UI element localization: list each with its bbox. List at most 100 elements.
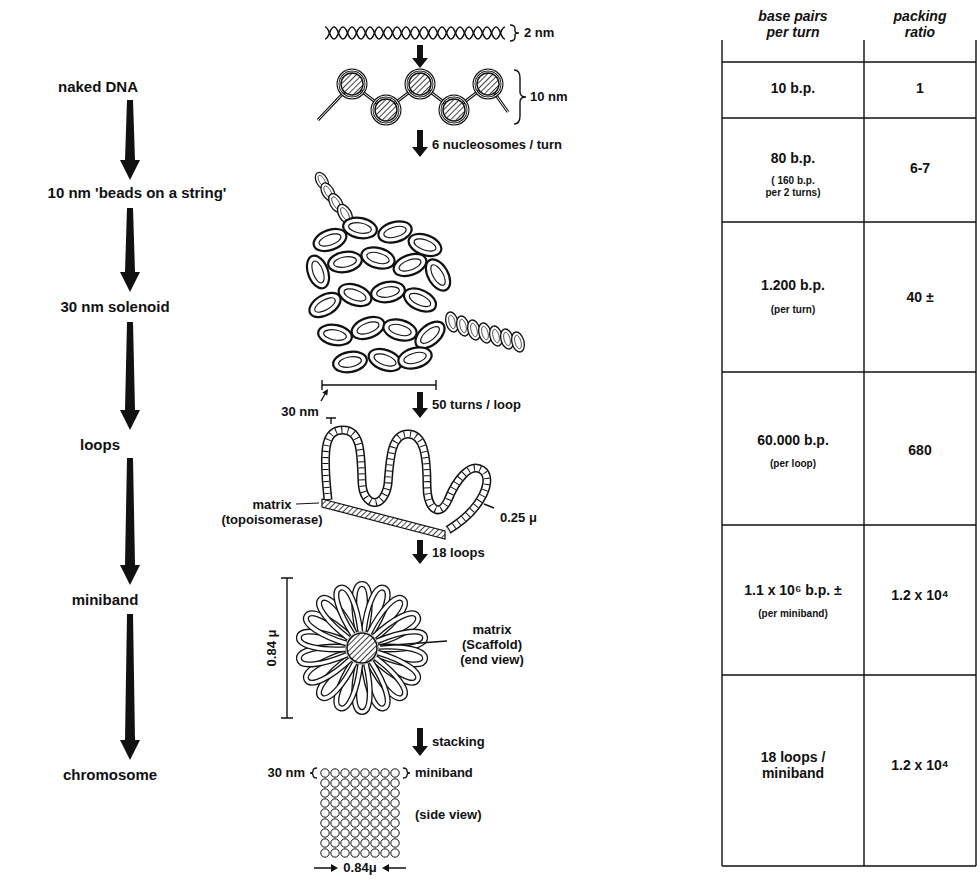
step-arrow [412, 392, 428, 418]
solenoid-fiber [381, 316, 419, 344]
dimension-label: 0.25 μ [500, 511, 537, 526]
table-cell: 80 b.p. [771, 150, 815, 166]
chromatin-loops [325, 430, 486, 530]
stage-arrow [120, 614, 140, 760]
table-cell: 40 ± [906, 289, 933, 305]
dimension-label: 30 nm [281, 405, 319, 420]
solenoid-fiber [327, 249, 364, 275]
solenoid-fiber [370, 279, 407, 305]
chromatin-loops [325, 430, 486, 530]
step-label: 50 turns / loop [432, 398, 521, 413]
dimension-label: 2 nm [524, 26, 554, 41]
nucleosome-string [318, 70, 526, 124]
chromosome-stack [310, 768, 410, 872]
stage-label: 30 nm solenoid [60, 298, 169, 315]
table-cell: 60.000 b.p. [757, 432, 829, 448]
stage-arrow [120, 100, 140, 180]
solenoid-fiber [349, 313, 388, 343]
table-cell: 18 loops / miniband [743, 749, 843, 781]
step-label: 6 nucleosomes / turn [432, 138, 562, 153]
step-arrow [412, 540, 428, 564]
dimension-label: 0.84μ [343, 861, 376, 876]
table-cell: 10 b.p. [771, 80, 815, 96]
solenoid-fiber [400, 284, 439, 316]
dimension-mark [281, 578, 293, 718]
chromosome-stack [403, 768, 410, 778]
chromosome-stack [320, 768, 400, 858]
stage-label: chromosome [63, 766, 157, 783]
dna-helix [325, 25, 519, 41]
dimension-label: 0.84 μ [265, 630, 280, 667]
solenoid-fiber [336, 280, 375, 310]
step-label: stacking [432, 735, 485, 750]
stage-label: naked DNA [58, 78, 138, 95]
nucleosome-string [514, 70, 526, 124]
table-cell: 6-7 [910, 160, 930, 176]
stage-arrow [120, 208, 140, 292]
dimension-mark [322, 389, 328, 396]
table-cell: 1.200 b.p. [761, 277, 825, 293]
table-cell: 1 [916, 80, 924, 96]
table-note: (per loop) [770, 458, 816, 470]
nucleosome-string [372, 96, 400, 124]
solenoid-fiber [303, 253, 333, 292]
solenoid-fiber [317, 322, 354, 348]
dna-helix [325, 25, 505, 41]
table-rule [722, 40, 976, 866]
solenoid-fiber [359, 244, 397, 272]
stage-label: miniband [72, 591, 139, 608]
stage-label: loops [80, 436, 120, 453]
miniband-rosette [333, 585, 364, 635]
chromatin-loops [296, 430, 487, 539]
stage-arrow [120, 322, 140, 430]
step-label: 18 loops [432, 546, 485, 561]
solenoid-fiber [421, 255, 455, 294]
dimension-mark [322, 380, 436, 390]
solenoid-fiber [391, 250, 430, 280]
dimension-mark [484, 504, 494, 508]
dimension-mark [281, 578, 447, 718]
dimension-label: 10 nm [530, 90, 568, 105]
part-label: matrix (Scaffold) (end view) [450, 623, 534, 668]
table-note: (per turn) [771, 304, 815, 316]
nucleosome-string [338, 70, 366, 98]
chromatin-loops [325, 430, 486, 530]
chromosome-stack [331, 864, 338, 872]
table-cell: 1.2 x 10⁴ [891, 757, 949, 773]
table-rule [722, 40, 976, 866]
table-cell: 1.1 x 10⁶ b.p. ± [744, 582, 841, 598]
table-cell: 680 [908, 442, 931, 458]
dimension-mark [326, 418, 336, 424]
stage-label: 10 nm 'beads on a string' [48, 184, 227, 201]
solenoid-fiber [332, 349, 369, 375]
column-header: packing ratio [880, 8, 960, 40]
nucleosome-string [406, 70, 434, 98]
solenoid-fiber [510, 331, 527, 354]
solenoid-fiber [303, 170, 527, 375]
step-arrow [412, 130, 428, 157]
table-note: ( 160 b.p. per 2 turns) [763, 175, 823, 198]
column-header: base pairs per turn [748, 8, 838, 40]
chromosome-stack [310, 768, 317, 778]
dimension-label: 30 nm [267, 766, 305, 781]
chromatin-loops [322, 499, 445, 539]
nucleosome-string [440, 96, 468, 124]
solenoid-fiber [342, 215, 379, 241]
nucleosome-string [474, 70, 502, 98]
chromatin-loops [296, 503, 319, 504]
part-label: matrix (topoisomerase) [217, 498, 327, 528]
solenoid-fiber [396, 344, 434, 372]
miniband-rosette [347, 633, 377, 663]
stage-arrow [120, 458, 140, 585]
dimension-mark [380, 641, 447, 646]
dna-helix [510, 25, 519, 41]
step-arrow [412, 728, 428, 756]
miniband-rosette [298, 584, 427, 712]
part-label: miniband [415, 766, 473, 781]
step-arrow [412, 45, 428, 68]
dimension-mark [321, 394, 325, 401]
view-label: (side view) [415, 808, 481, 823]
